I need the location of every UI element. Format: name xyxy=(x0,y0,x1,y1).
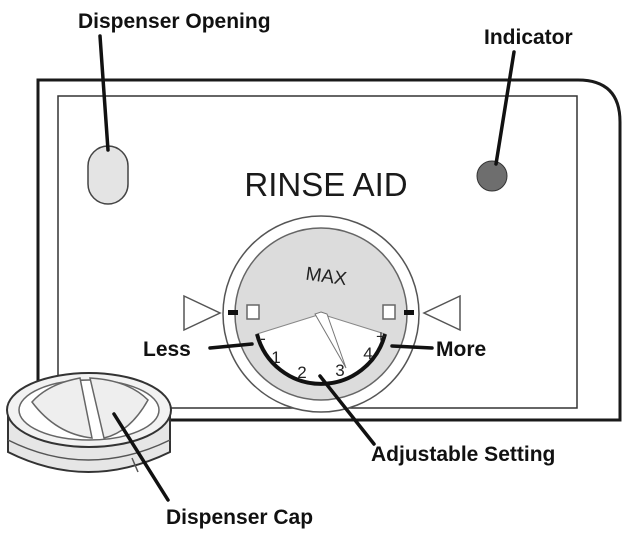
label-dispenser-opening: Dispenser Opening xyxy=(78,10,271,33)
dispenser-opening-slot[interactable] xyxy=(87,145,129,205)
dial-plus: + xyxy=(376,327,386,346)
label-more: More xyxy=(436,338,486,361)
setting-arc xyxy=(255,333,387,386)
dial-setting-1: 1 xyxy=(271,348,280,367)
cap-thread xyxy=(131,457,139,473)
label-dispenser-cap: Dispenser Cap xyxy=(166,506,313,529)
cap-grip-right xyxy=(89,377,149,439)
panel-title: RINSE AID xyxy=(244,166,407,203)
leader-dispenser-cap xyxy=(112,412,170,502)
leader-adjustable-setting xyxy=(318,374,376,446)
dial-notch-right xyxy=(382,304,396,320)
dial-minus: - xyxy=(260,329,266,348)
tick-left xyxy=(228,310,238,315)
tick-right xyxy=(404,310,414,315)
label-less: Less xyxy=(143,338,191,361)
leader-less xyxy=(208,342,254,350)
label-indicator: Indicator xyxy=(484,26,573,49)
dial-notch-left xyxy=(246,304,260,320)
dial-setting-3: 3 xyxy=(335,361,344,380)
indicator-light xyxy=(476,160,508,192)
triangle-marker-right xyxy=(422,294,461,332)
cap-grip-left xyxy=(31,377,93,439)
dispenser-cap[interactable] xyxy=(6,372,172,473)
leader-dispenser-opening xyxy=(98,34,110,152)
label-adjustable-setting: Adjustable Setting xyxy=(371,443,555,466)
dial-setting-2: 2 xyxy=(297,363,306,382)
leader-more xyxy=(390,344,434,350)
dial-pointer xyxy=(314,311,347,369)
leader-indicator xyxy=(494,50,516,166)
cap-rim-lower xyxy=(7,439,171,461)
dial-setting-4: 4 xyxy=(363,344,372,363)
triangle-marker-left xyxy=(183,294,222,332)
